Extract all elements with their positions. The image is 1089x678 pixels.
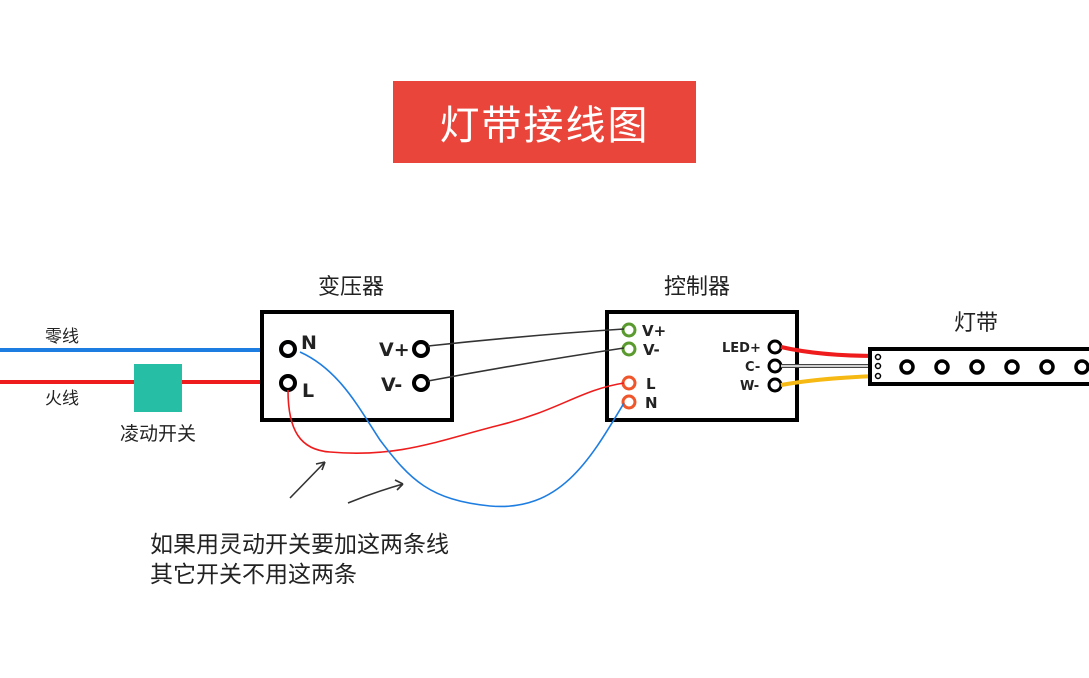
vplus-wire <box>427 328 625 347</box>
transformer-box <box>260 310 454 422</box>
strip-pin-1 <box>874 353 882 361</box>
controller-cminus-terminal <box>767 358 783 374</box>
transformer-vplus-label: V+ <box>379 339 410 361</box>
switch-block <box>134 364 182 412</box>
controller-cminus-label: C- <box>745 360 760 375</box>
diagram-title: 灯带接线图 <box>393 81 696 163</box>
strip-led <box>1039 359 1055 375</box>
wminus-wire <box>780 374 879 387</box>
controller-wminus-terminal <box>767 377 783 393</box>
transformer-vminus-terminal <box>412 374 430 392</box>
transformer-l-label: L <box>302 380 314 402</box>
controller-box <box>605 310 799 422</box>
controller-ledplus-label: LED+ <box>722 341 761 356</box>
switch-label: 凌动开关 <box>120 423 196 445</box>
strip-pin-3 <box>874 372 882 380</box>
note-line-2: 其它开关不用这两条 <box>150 562 357 588</box>
controller-vminus-terminal <box>621 341 637 357</box>
arrow-pointer-2 <box>347 479 404 504</box>
controller-l-label: L <box>646 375 656 393</box>
transformer-vminus-label: V- <box>381 374 402 396</box>
vminus-wire <box>427 347 625 382</box>
transformer-label: 变压器 <box>318 275 384 300</box>
strip-led <box>934 359 950 375</box>
controller-n-label: N <box>645 394 658 412</box>
live-wire-label: 火线 <box>45 389 79 409</box>
strip-led <box>969 359 985 375</box>
controller-l-terminal <box>621 375 637 391</box>
strip-led <box>899 359 915 375</box>
note: 如果用灵动开关要加这两条线 其它开关不用这两条 <box>150 530 449 590</box>
strip-label: 灯带 <box>954 311 998 336</box>
transformer-n-label: N <box>301 332 317 354</box>
neutral-wire-label: 零线 <box>45 327 79 347</box>
controller-vplus-label: V+ <box>642 322 666 340</box>
controller-vminus-label: V- <box>643 341 660 359</box>
strip-pin-2 <box>874 362 882 370</box>
controller-vplus-terminal <box>621 322 637 338</box>
transformer-l-terminal <box>279 374 297 392</box>
controller-ledplus-terminal <box>767 339 783 355</box>
optional-live-wire <box>287 382 625 454</box>
transformer-n-terminal <box>279 340 297 358</box>
controller-n-terminal <box>621 394 637 410</box>
strip-led <box>1074 359 1089 375</box>
optional-neutral-wire <box>299 351 625 508</box>
controller-wminus-label: W- <box>740 379 759 394</box>
strip-led <box>1004 359 1020 375</box>
ledplus-wire <box>780 345 879 358</box>
arrow-pointer-1 <box>289 461 326 499</box>
transformer-vplus-terminal <box>412 340 430 358</box>
note-line-1: 如果用灵动开关要加这两条线 <box>150 532 449 558</box>
controller-label: 控制器 <box>664 275 730 300</box>
